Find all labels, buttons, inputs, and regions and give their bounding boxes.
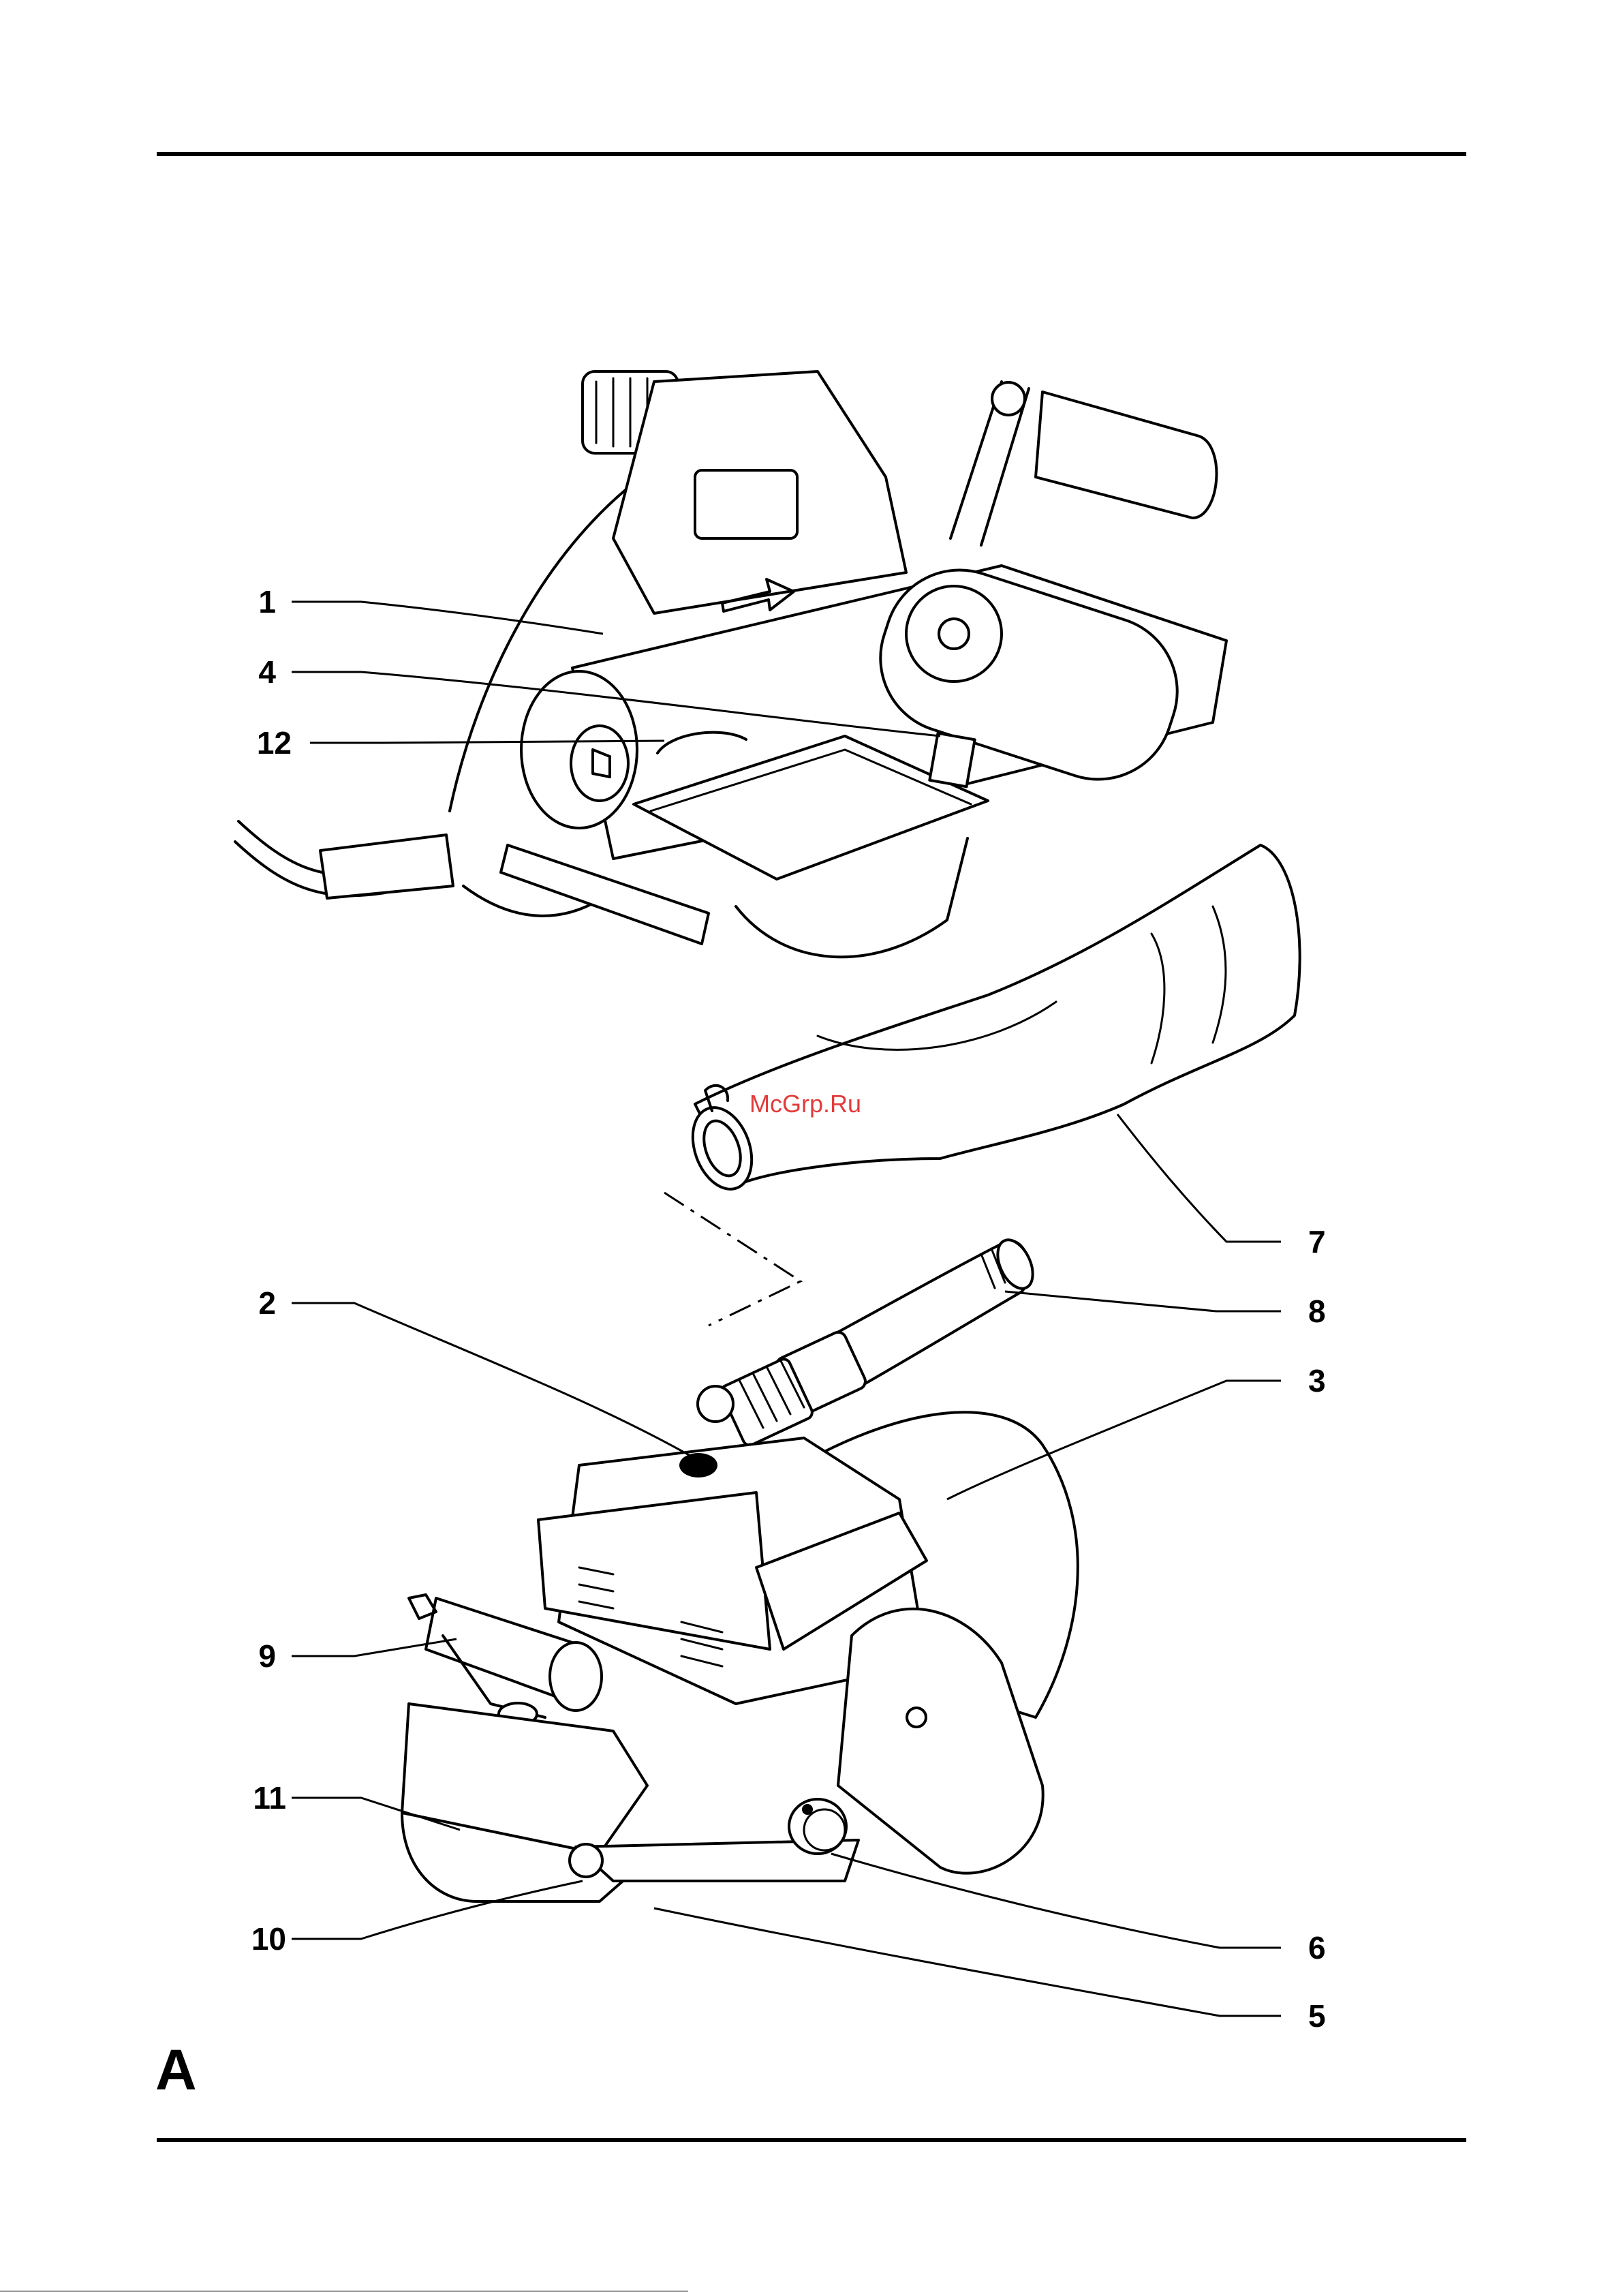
upper-sander-illustration [235,371,1226,957]
callout-7: 7 [1308,1224,1326,1259]
figure-letter: A [155,2038,197,2102]
callout-9: 9 [258,1638,276,1674]
callout-2: 2 [258,1285,276,1321]
callout-4: 4 [258,654,276,690]
callout-8: 8 [1308,1294,1326,1329]
callout-11: 11 [253,1780,286,1816]
dust-bag-illustration [682,845,1299,1197]
callout-5: 5 [1308,1998,1326,2034]
watermark-text: McGrp.Ru [749,1090,861,1118]
lower-sander-illustration [402,1234,1078,1901]
callout-1: 1 [258,584,276,619]
callout-10: 10 [251,1921,286,1957]
callout-3: 3 [1308,1363,1326,1398]
callout-6: 6 [1308,1930,1326,1965]
connection-dash-line [664,1193,801,1326]
callout-12: 12 [257,725,292,761]
